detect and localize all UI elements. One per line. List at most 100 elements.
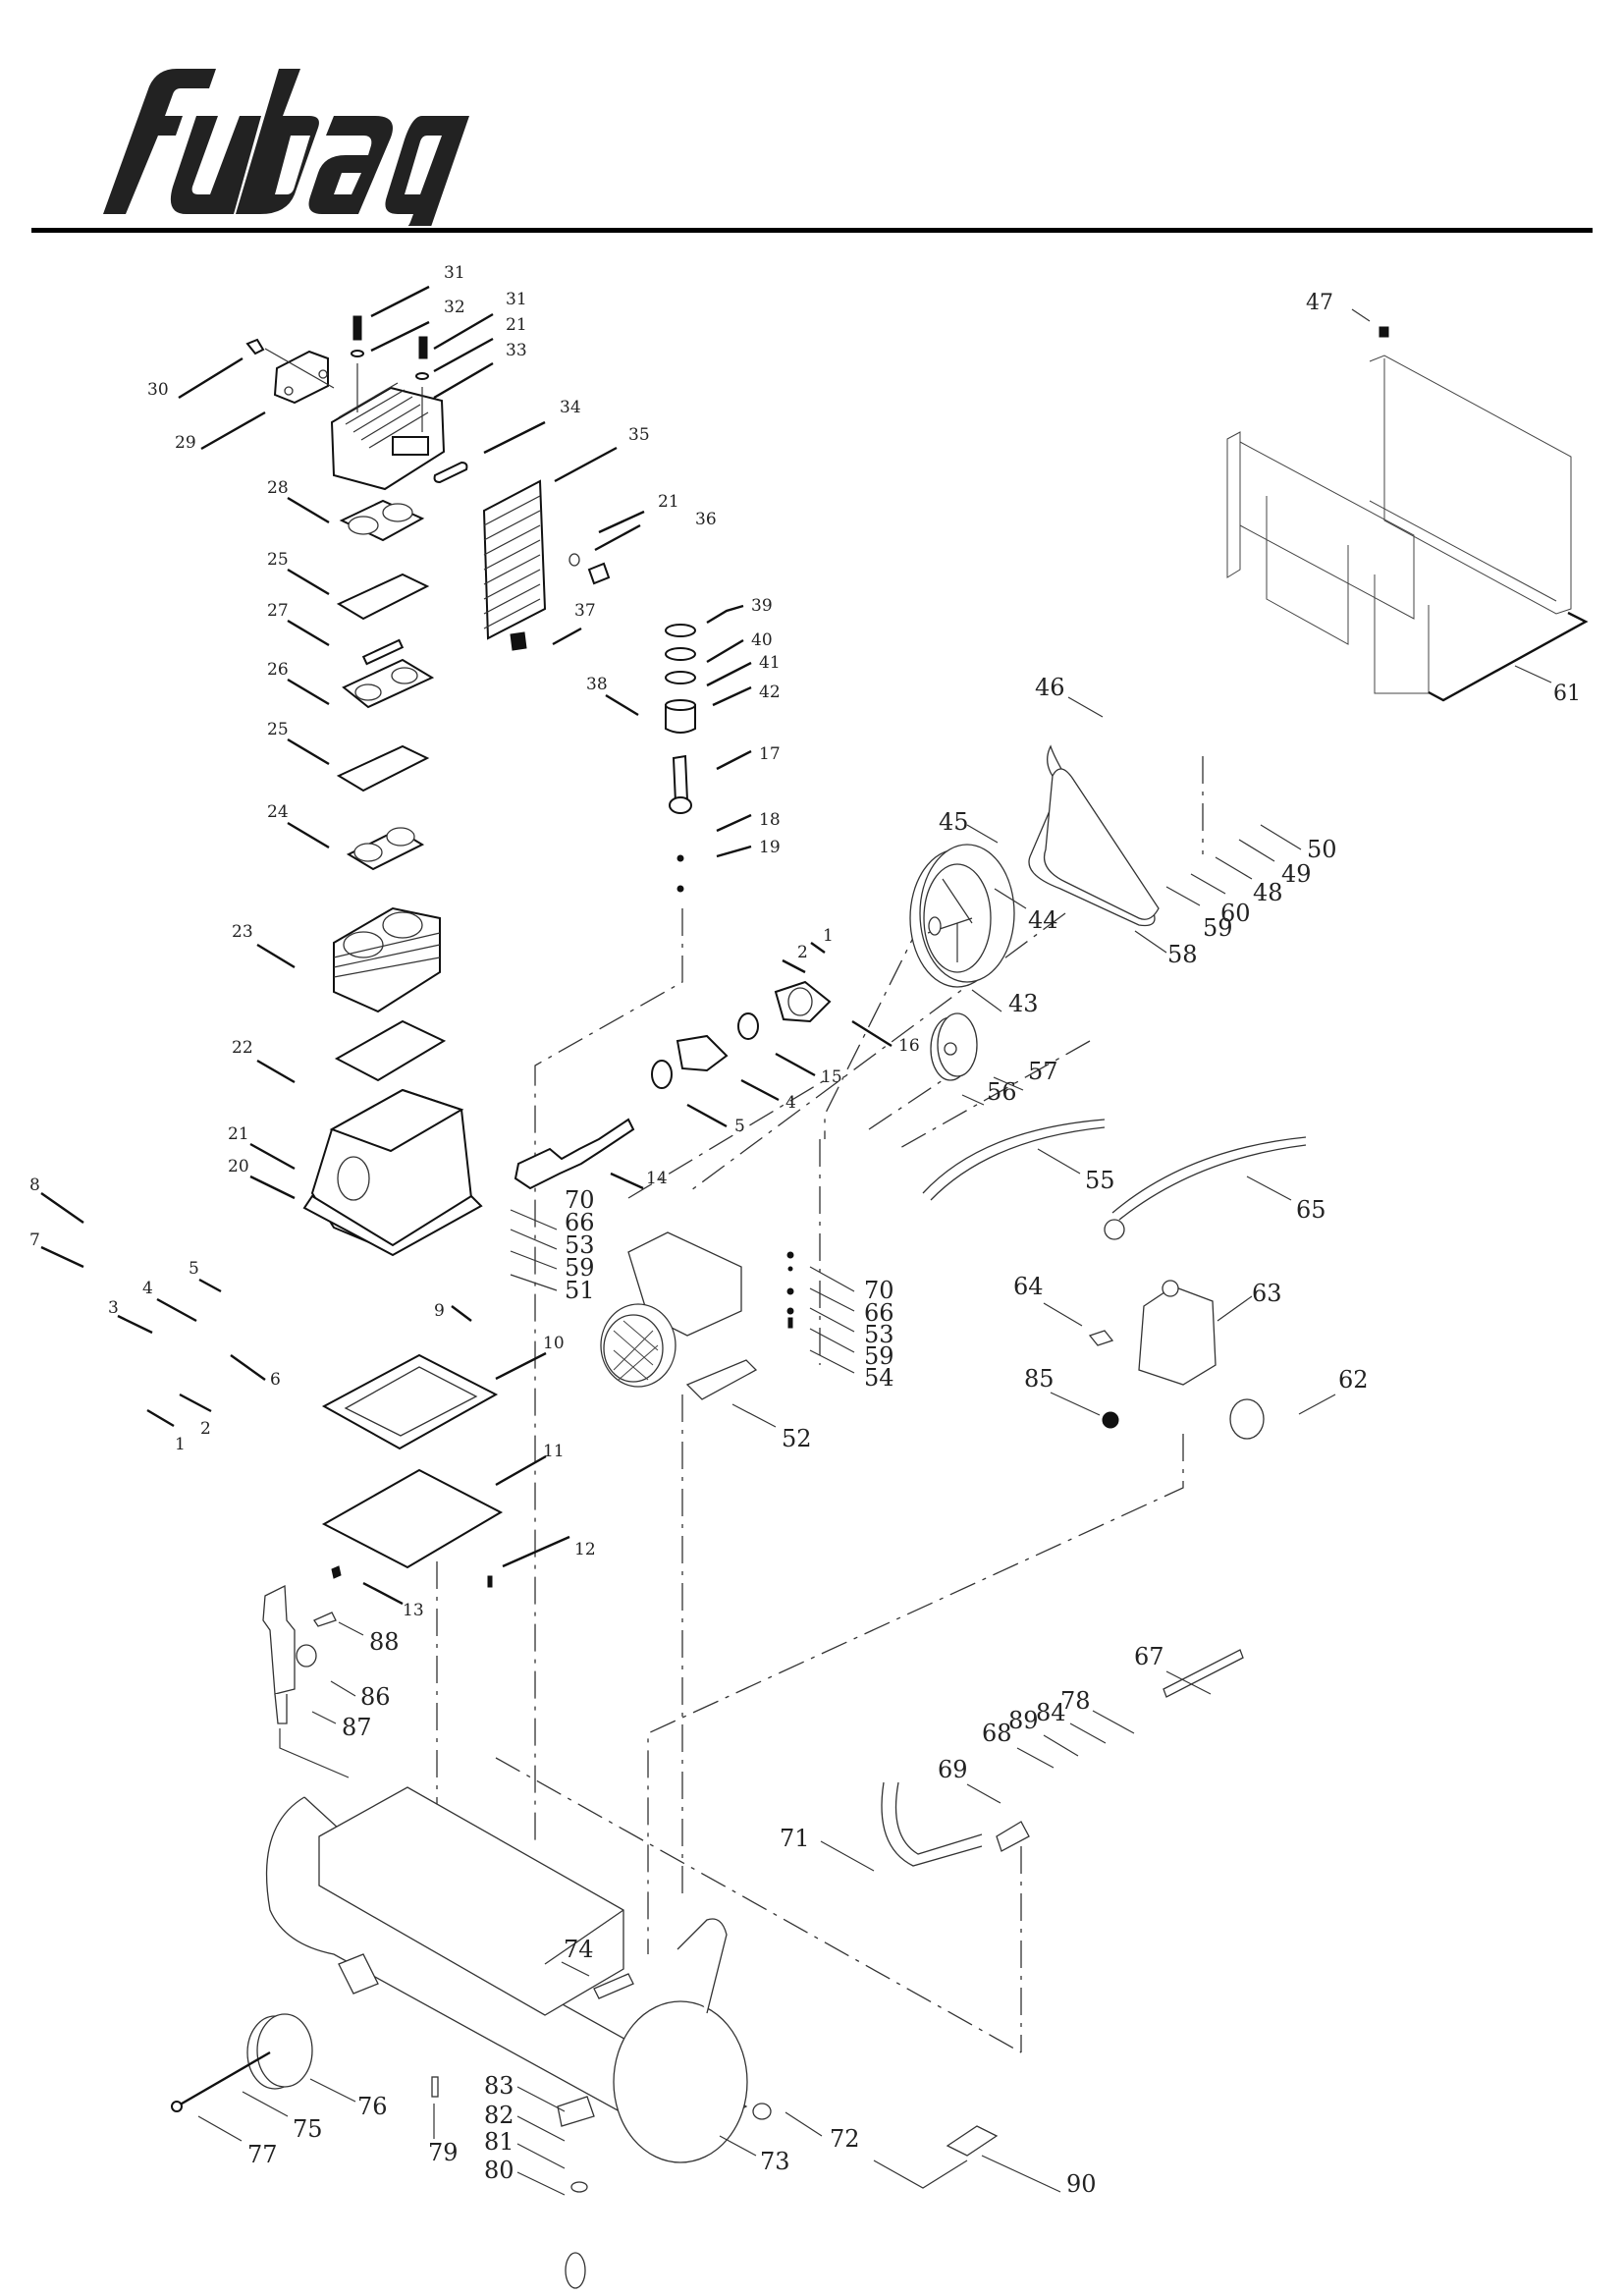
callout-8: 8 [29,1175,40,1195]
callout-22: 22 [232,1038,253,1058]
callout-33: 33 [506,341,527,360]
callout-15: 15 [821,1067,842,1087]
callout-3: 3 [108,1298,119,1318]
callout-66: 66 [864,1299,894,1327]
callout-81: 81 [484,2128,514,2156]
callout-25: 25 [267,550,289,570]
callout-55: 55 [1085,1167,1115,1194]
callout-58: 58 [1167,941,1198,968]
callout-66: 66 [565,1209,595,1236]
callout-79: 79 [428,2139,459,2166]
callout-13: 13 [403,1601,424,1620]
callout-73: 73 [760,2148,790,2175]
callout-11: 11 [543,1442,565,1461]
callout-69: 69 [938,1756,968,1783]
callout-20: 20 [228,1157,249,1176]
callout-72: 72 [830,2125,860,2153]
callout-5: 5 [189,1259,199,1279]
callout-59: 59 [864,1342,894,1370]
callout-30: 30 [147,380,169,400]
callout-56: 56 [987,1078,1017,1106]
callout-71: 71 [780,1825,810,1852]
callout-89: 89 [1008,1707,1039,1734]
callout-1: 1 [823,926,834,946]
callout-67: 67 [1134,1643,1164,1670]
callout-75: 75 [293,2115,323,2143]
callout-35: 35 [628,425,650,445]
callout-5: 5 [734,1117,745,1136]
callout-21: 21 [506,315,527,335]
part-crankcase [302,1088,483,1257]
callout-60: 60 [1220,900,1251,927]
callout-62: 62 [1338,1366,1369,1394]
callout-14: 14 [646,1169,668,1188]
callout-44: 44 [1028,906,1058,934]
callout-17: 17 [759,744,781,764]
callout-78: 78 [1060,1687,1091,1715]
callout-42: 42 [759,683,781,702]
callout-36: 36 [695,510,717,529]
part-pressure-switch [1088,1280,1265,1440]
callout-34: 34 [560,398,581,417]
callout-2: 2 [797,943,808,962]
callout-74: 74 [564,1936,594,1963]
fubag-logo: fubag [103,69,469,226]
callout-16: 16 [898,1036,920,1056]
part-v-belt [1028,744,1160,927]
callout-45: 45 [939,808,969,836]
part-bearing-set [651,980,832,1089]
callout-23: 23 [232,922,253,942]
part-wheels [171,1953,999,2289]
part-plates-lower [321,1353,504,1588]
callout-65: 65 [1296,1196,1326,1224]
callout-7: 7 [29,1230,40,1250]
callout-90: 90 [1066,2170,1097,2198]
callout-76: 76 [357,2093,388,2120]
callout-59: 59 [1203,914,1233,942]
callout-21: 21 [658,492,679,512]
callout-21: 21 [228,1124,249,1144]
callout-32: 32 [444,298,465,317]
callout-70: 70 [864,1277,894,1304]
callout-53: 53 [864,1321,894,1348]
callout-51: 51 [565,1277,595,1304]
callout-38: 38 [586,675,608,694]
part-intercooler [482,479,611,651]
callout-87: 87 [342,1714,372,1741]
callout-68: 68 [982,1720,1012,1747]
callout-19: 19 [759,838,781,857]
callout-2: 2 [200,1419,211,1439]
part-cables [922,1119,1307,1240]
callout-52: 52 [782,1425,812,1452]
callout-64: 64 [1013,1273,1044,1300]
callout-4: 4 [785,1093,796,1113]
part-outlet-hose [881,1649,1244,1867]
callout-1: 1 [175,1435,186,1454]
callout-63: 63 [1252,1280,1282,1307]
callout-84: 84 [1036,1699,1066,1726]
callout-26: 26 [267,660,289,680]
callout-40: 40 [751,630,773,650]
callout-48: 48 [1253,879,1283,906]
callout-27: 27 [267,601,289,621]
callout-70: 70 [565,1186,595,1214]
callout-41: 41 [759,653,781,673]
part-regulator [262,1584,337,1724]
callout-9: 9 [434,1301,445,1321]
part-crankshaft [514,1118,635,1190]
callout-82: 82 [484,2102,514,2129]
callout-54: 54 [864,1364,894,1392]
leader-lines [40,285,1552,2196]
assembly-center-lines [279,756,1204,2189]
part-cylinder-head [245,315,468,491]
callout-80: 80 [484,2157,514,2184]
callout-50: 50 [1307,836,1337,863]
part-valve-plates [336,499,435,871]
callout-83: 83 [484,2072,514,2100]
callout-88: 88 [369,1628,400,1656]
part-cylinder-block [333,906,447,1082]
callout-77: 77 [247,2141,278,2168]
callout-31: 31 [506,290,527,309]
callout-24: 24 [267,802,289,822]
